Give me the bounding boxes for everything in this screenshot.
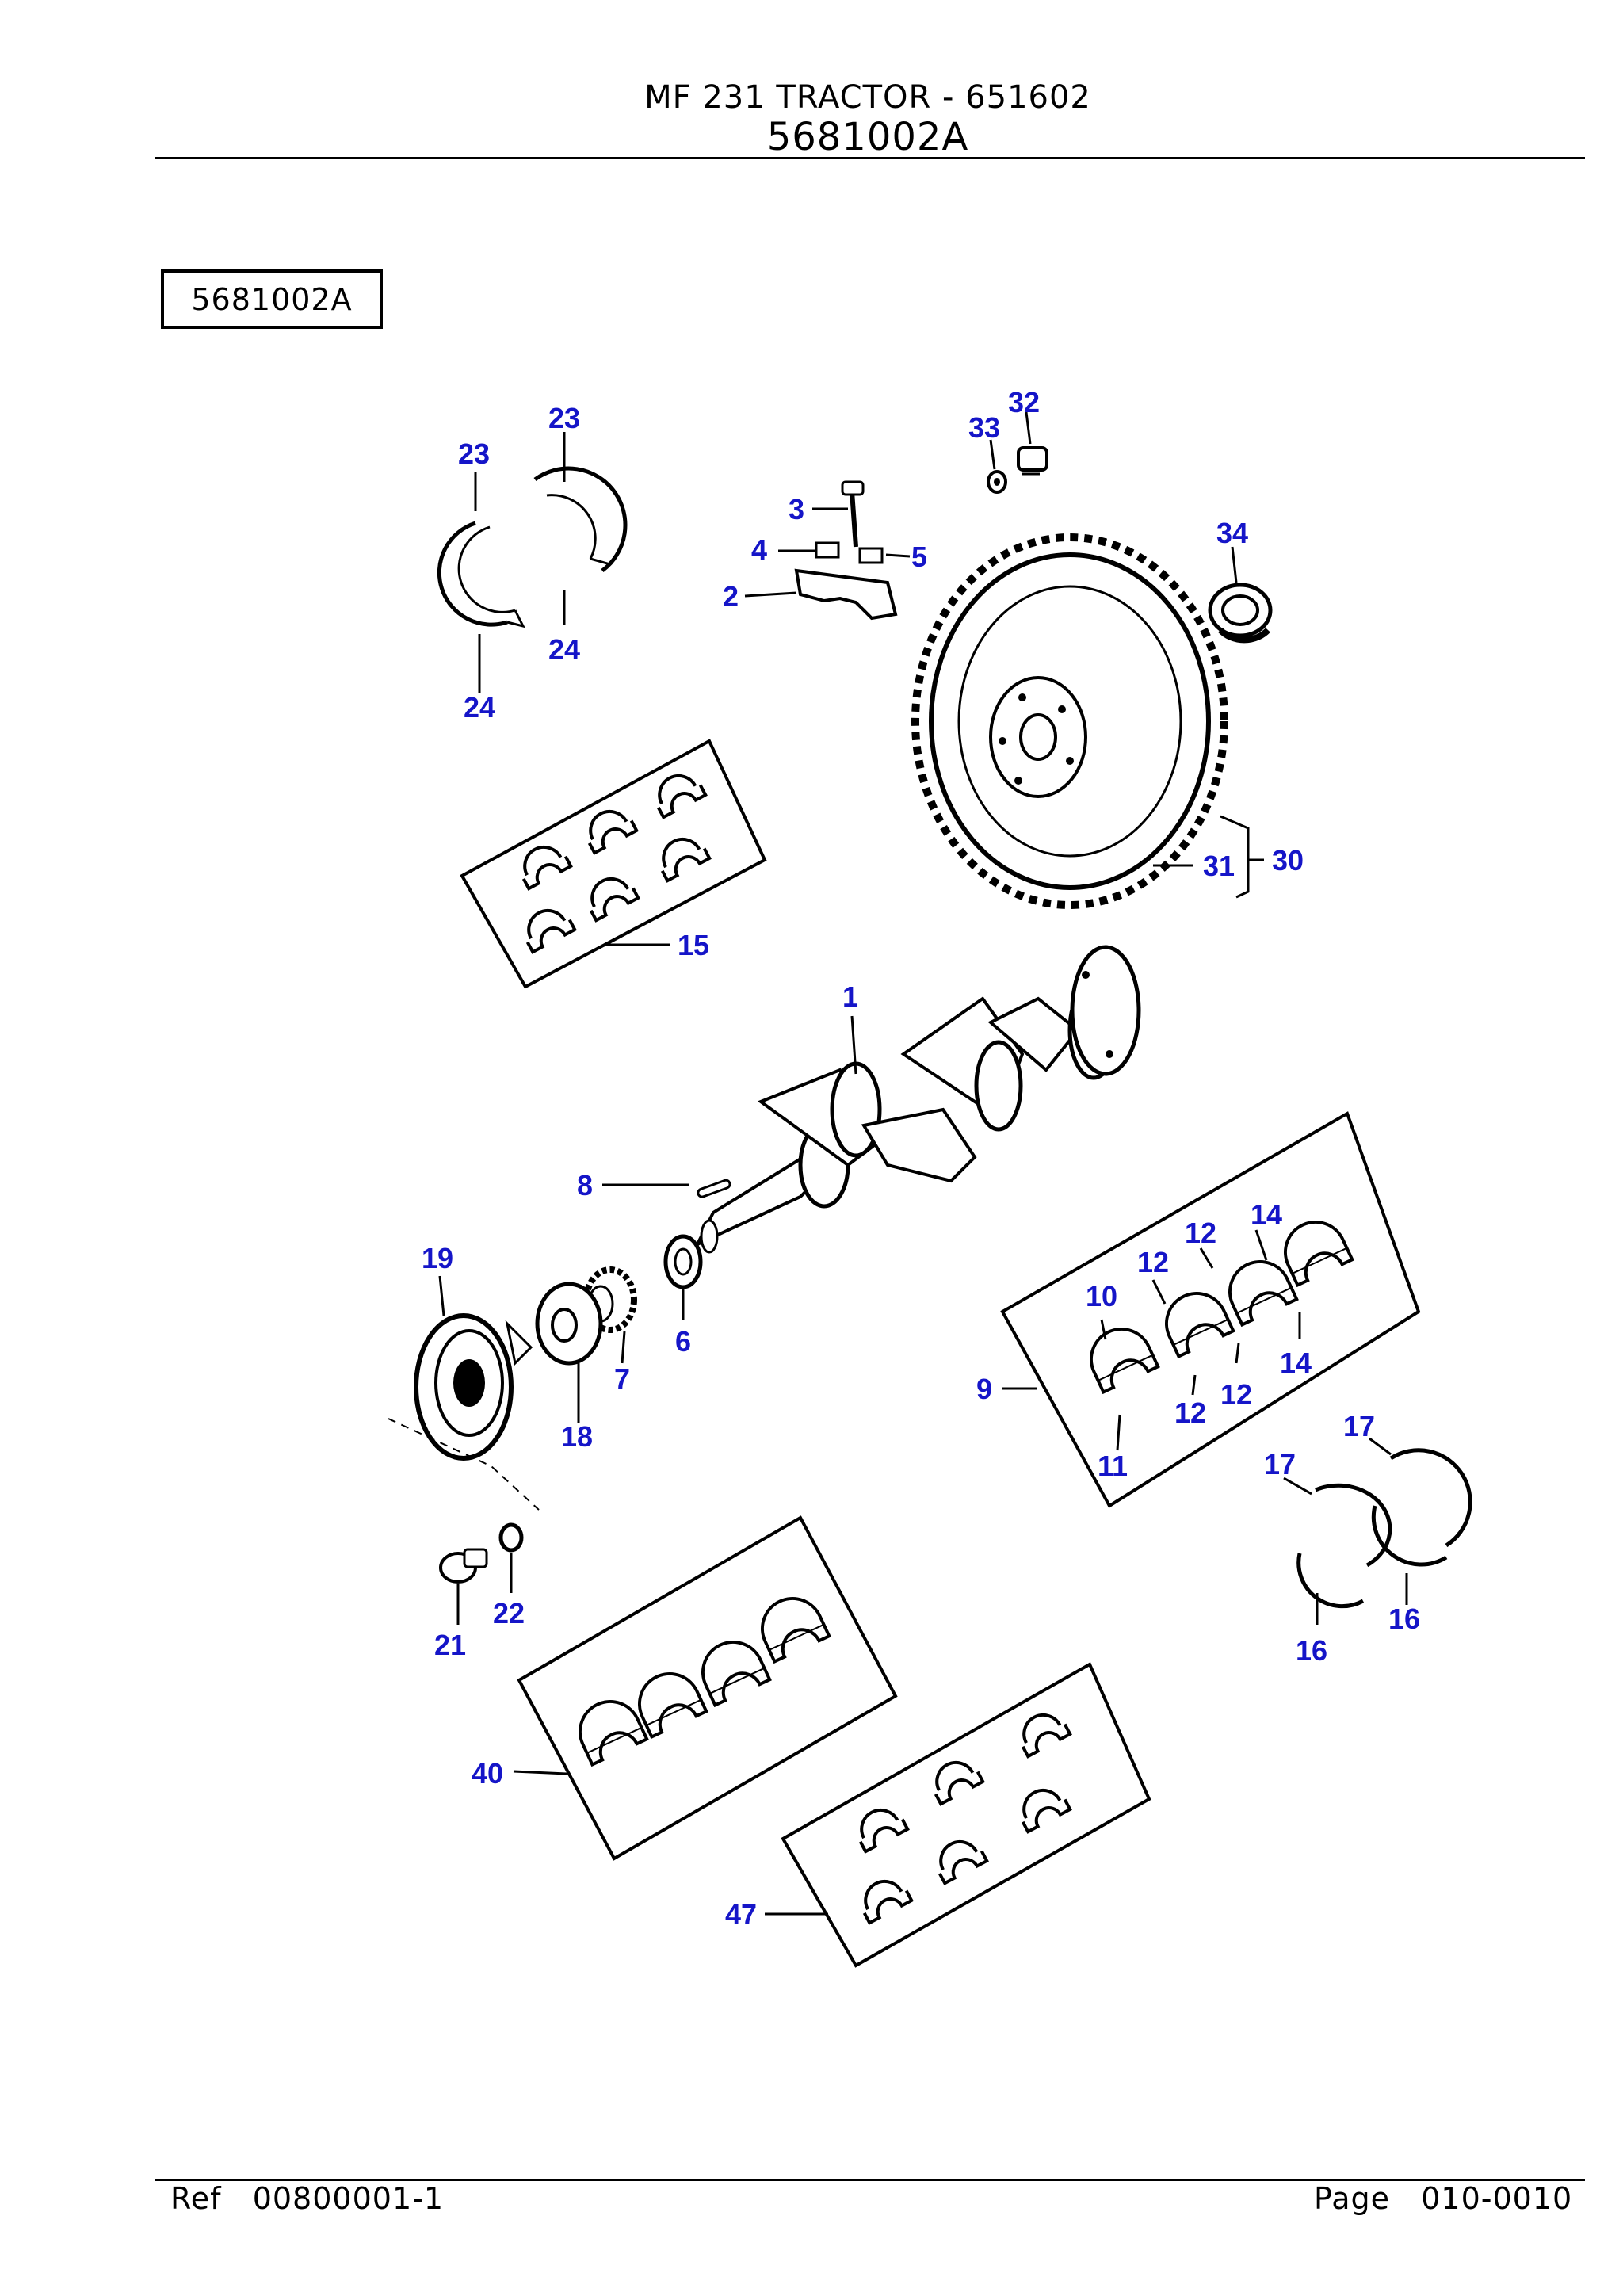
callout-21: 21 <box>434 1629 466 1661</box>
callout-9: 9 <box>976 1373 992 1405</box>
callout-14: 14 <box>1280 1347 1312 1379</box>
callout-12: 12 <box>1137 1246 1169 1278</box>
callout-31: 31 <box>1203 850 1235 882</box>
callout-5: 5 <box>911 541 927 573</box>
callout-17: 17 <box>1343 1410 1375 1442</box>
callout-15: 15 <box>678 929 709 961</box>
footer-ref-label: Ref <box>170 2181 222 2216</box>
callouts: 23 23 24 24 32 33 34 3 4 5 2 30 31 15 1 … <box>422 386 1420 1931</box>
pulley-bolt-and-washer <box>439 1522 524 1584</box>
callout-11: 11 <box>1098 1450 1128 1482</box>
callout-8: 8 <box>577 1169 593 1201</box>
footer-page-value: 010-0010 <box>1421 2181 1573 2216</box>
callout-30: 30 <box>1272 844 1304 877</box>
thrust-washer-16-17 <box>1296 1448 1472 1609</box>
footer-ref: Ref 00800001-1 <box>170 2181 444 2216</box>
callout-7: 7 <box>614 1362 630 1395</box>
figure-label-box: 5681002A <box>161 269 383 329</box>
callout-12: 12 <box>1220 1378 1252 1411</box>
callout-18: 18 <box>561 1420 593 1453</box>
footer-ref-value: 00800001-1 <box>252 2181 445 2216</box>
bearing-set-15 <box>460 739 767 989</box>
callout-17: 17 <box>1264 1448 1296 1480</box>
callout-24: 24 <box>548 633 580 666</box>
bearing-set-9 <box>1000 1111 1421 1508</box>
figure-label: 5681002A <box>191 281 353 317</box>
callout-12: 12 <box>1174 1396 1206 1429</box>
callout-23: 23 <box>458 437 490 470</box>
callout-22: 22 <box>493 1597 525 1629</box>
flywheel-bolt-and-washer <box>987 446 1048 494</box>
callout-16: 16 <box>1388 1603 1420 1635</box>
callout-6: 6 <box>675 1325 691 1358</box>
callout-23: 23 <box>548 402 580 434</box>
flywheel <box>911 533 1228 909</box>
callout-32: 32 <box>1008 386 1040 418</box>
header-rule <box>155 157 1585 159</box>
header-title: MF 231 TRACTOR - 651602 <box>644 79 1091 116</box>
bearing-set-40 <box>517 1515 898 1861</box>
callout-47: 47 <box>725 1898 757 1931</box>
footer-page-label: Page <box>1314 2181 1390 2216</box>
callout-14: 14 <box>1251 1198 1282 1231</box>
thrust-washer-23-24-left <box>437 521 525 628</box>
rear-seal <box>1208 583 1273 644</box>
callout-4: 4 <box>751 533 767 566</box>
callout-12: 12 <box>1185 1217 1216 1249</box>
bearing-set-47 <box>781 1662 1151 1968</box>
callout-2: 2 <box>723 580 739 613</box>
callout-1: 1 <box>842 980 858 1013</box>
callout-40: 40 <box>472 1757 503 1790</box>
front-end-parts <box>388 1179 731 1511</box>
bearing-cap-assembly <box>794 480 898 621</box>
footer-page: Page 010-0010 <box>1314 2181 1572 2216</box>
leader-lines <box>438 411 1408 1916</box>
thrust-washer-23-24-right <box>533 466 628 573</box>
callout-16: 16 <box>1296 1634 1327 1667</box>
callout-33: 33 <box>968 411 1000 444</box>
footer-rule <box>155 2179 1585 2181</box>
callout-3: 3 <box>789 493 804 525</box>
callout-10: 10 <box>1086 1280 1117 1312</box>
callout-34: 34 <box>1216 517 1248 549</box>
callout-19: 19 <box>422 1242 453 1274</box>
header-code: 5681002A <box>766 115 969 159</box>
callout-24: 24 <box>464 691 495 724</box>
crankshaft <box>693 945 1141 1254</box>
